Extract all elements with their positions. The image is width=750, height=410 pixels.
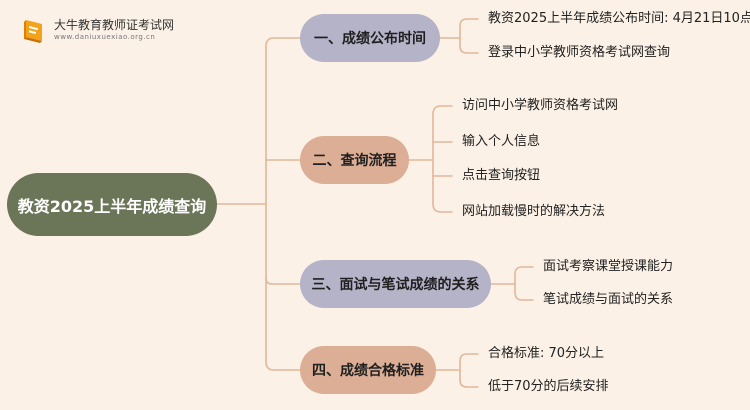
branch-node-4: 四、成绩合格标准	[300, 346, 436, 394]
leaf-connector-1-1	[439, 18, 479, 39]
root-node: 教资2025上半年成绩查询	[7, 173, 217, 236]
logo-url: www.daniuxuexiao.org.cn	[54, 33, 156, 41]
branch-node-1: 一、成绩公布时间	[300, 14, 440, 62]
branch-connector-1	[265, 37, 301, 205]
leaf-connector-3-1	[490, 266, 534, 285]
leaf-3-2: 笔试成绩与面试的关系	[543, 292, 674, 307]
leaf-connector-2-1	[408, 105, 453, 161]
leaf-3-1: 面试考察课堂授课能力	[543, 259, 674, 274]
leaf-1-2: 登录中小学教师资格考试网查询	[488, 45, 671, 60]
leaf-connector-4-2	[459, 369, 479, 388]
leaf-2-2: 输入个人信息	[462, 134, 541, 149]
book-icon	[20, 16, 48, 44]
branch-connector-4	[265, 277, 301, 371]
leaf-connector-3-2	[514, 283, 534, 301]
leaf-4-2: 低于70分的后续安排	[488, 379, 609, 394]
leaf-1-1: 教资2025上半年成绩公布时间: 4月21日10点	[488, 11, 750, 26]
branch-node-3: 三、面试与笔试成绩的关系	[300, 260, 491, 308]
leaf-connector-2-4	[432, 175, 453, 213]
branch-node-2: 二、查询流程	[300, 136, 409, 184]
leaf-connector-4-1	[435, 353, 479, 371]
logo-title: 大牛教育教师证考试网	[54, 18, 175, 32]
leaf-2-3: 点击查询按钮	[462, 168, 541, 183]
leaf-connector-1-2	[459, 37, 479, 54]
leaf-2-4: 网站加载慢时的解决方法	[462, 204, 606, 219]
branch-connector-3	[265, 203, 301, 285]
leaf-4-1: 合格标准: 70分以上	[488, 346, 605, 361]
site-logo[interactable]: 大牛教育教师证考试网 www.daniuxuexiao.org.cn	[20, 14, 174, 46]
leaf-2-1: 访问中小学教师资格考试网	[462, 98, 619, 113]
leaf-connector-2-3	[432, 159, 453, 177]
